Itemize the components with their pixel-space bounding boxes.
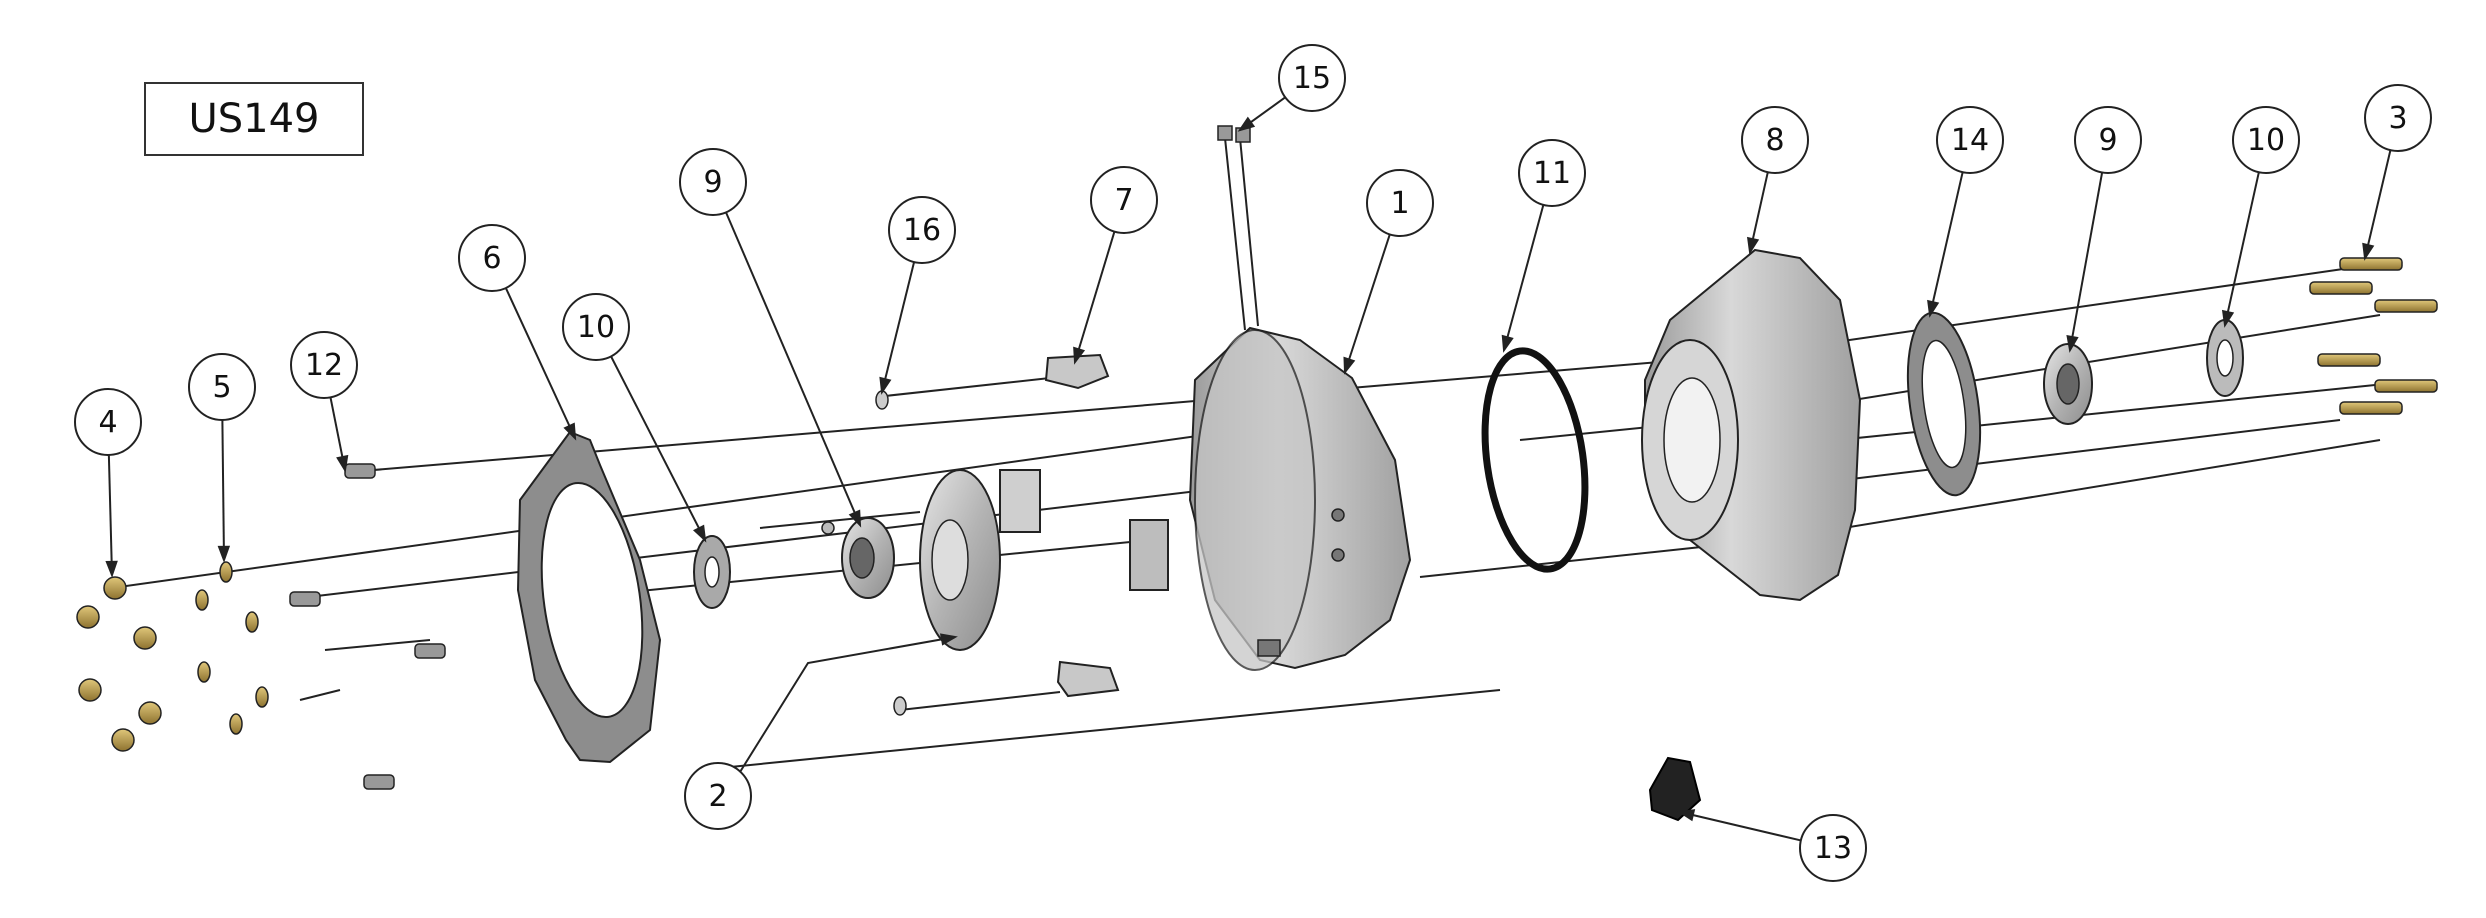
- callout-arrowhead-6: [563, 422, 577, 441]
- callout-circle-5: [188, 353, 256, 421]
- callout-label: 9: [2098, 123, 2117, 158]
- callout-circle-14: [1936, 106, 2004, 174]
- callout-arrowhead-10: [693, 524, 707, 543]
- callout-circle-7: [1090, 166, 1158, 234]
- callout-leader-1: [1344, 234, 1391, 373]
- callout-label: 7: [1114, 183, 1133, 218]
- callout-leader-11: [1503, 204, 1545, 351]
- callout-label: 3: [2388, 101, 2407, 136]
- callout-leader-10: [610, 355, 706, 541]
- callout-arrowhead-5: [217, 545, 231, 563]
- callout-circle-4: [74, 388, 142, 456]
- callout-circle-8: [1741, 106, 1809, 174]
- callout-label: 15: [1293, 61, 1331, 96]
- hub-part-2: [919, 469, 1169, 651]
- screws-part-12: [289, 463, 446, 790]
- callout-arrowhead-15: [1237, 116, 1256, 132]
- washer-part-10-right: [2206, 319, 2244, 397]
- callout-arrowhead-4: [105, 560, 118, 578]
- callout-label: 12: [305, 348, 343, 383]
- callout-leader-6: [504, 287, 576, 439]
- callout-circle-3: [2364, 84, 2432, 152]
- callout-arrowhead-13: [1677, 809, 1696, 822]
- callout-leader-2: [739, 636, 956, 773]
- callout-circle-10: [2232, 106, 2300, 174]
- callout-label: 10: [577, 310, 615, 345]
- callout-label: 9: [703, 165, 722, 200]
- callout-circle-6: [458, 224, 526, 292]
- bolts-part-3: [2309, 257, 2438, 415]
- gasket-part-14: [1906, 311, 1982, 497]
- nut-part-16: [875, 390, 907, 716]
- callout-circle-9: [2074, 106, 2142, 174]
- callout-label: 2: [708, 779, 727, 814]
- callout-leader-13: [1679, 811, 1802, 842]
- callout-arrowhead-1: [1343, 356, 1356, 375]
- callout-label: 10: [2247, 123, 2285, 158]
- pins-part-15: [1217, 125, 1251, 143]
- callout-arrowhead-12: [336, 454, 349, 473]
- callout-arrowhead-7: [1073, 346, 1086, 365]
- washer-part-10-left: [693, 535, 731, 609]
- callout-arrowhead-9: [848, 509, 862, 528]
- callout-leader-4: [107, 454, 113, 576]
- callout-label: 5: [212, 370, 231, 405]
- callout-leader-9: [725, 211, 861, 526]
- bearing-part-9-right: [2043, 343, 2093, 425]
- callout-arrowhead-8: [1747, 236, 1760, 255]
- callout-leaders: [105, 96, 2392, 842]
- callout-leader-3: [2364, 149, 2392, 259]
- callout-label: 6: [482, 241, 501, 276]
- callout-arrowhead-16: [879, 376, 892, 395]
- callout-leader-9: [2069, 172, 2104, 351]
- callout-arrowhead-9: [2066, 334, 2079, 353]
- callout-leader-5: [221, 419, 225, 561]
- valve-part-13: [1648, 756, 1702, 822]
- callout-circle-12: [290, 331, 358, 399]
- callout-label: 11: [1533, 156, 1571, 191]
- bearing-part-9-left: [821, 517, 895, 599]
- callout-arrowhead-3: [2362, 242, 2375, 261]
- callout-circle-9: [679, 148, 747, 216]
- callout-label: 4: [98, 405, 117, 440]
- callout-leader-7: [1074, 231, 1116, 363]
- nuts-part-4: [76, 576, 162, 752]
- callout-arrowhead-14: [1927, 299, 1940, 318]
- block-part-7: [1044, 353, 1120, 698]
- callout-arrowhead-10: [2221, 309, 2235, 328]
- callout-circle-15: [1278, 44, 1346, 112]
- diagram-title: US149: [188, 96, 320, 142]
- callout-leader-16: [881, 261, 916, 393]
- callout-circle-2: [684, 762, 752, 830]
- washers-part-5: [195, 561, 269, 735]
- callout-circle-16: [888, 196, 956, 264]
- title-box: US149: [144, 82, 364, 156]
- housing-part-1: [1188, 326, 1412, 671]
- callout-label: 14: [1951, 123, 1989, 158]
- callout-label: 8: [1765, 123, 1784, 158]
- callout-circle-10: [562, 293, 630, 361]
- callout-circle-11: [1518, 139, 1586, 207]
- gasket-part-6: [516, 430, 662, 764]
- callout-label: 13: [1814, 831, 1852, 866]
- callout-label: 16: [903, 213, 941, 248]
- callout-arrowhead-11: [1501, 334, 1514, 353]
- cover-part-8: [1641, 248, 1862, 602]
- callout-arrowhead-2: [939, 633, 958, 646]
- callout-circle-13: [1799, 814, 1867, 882]
- callout-leader-10: [2224, 172, 2260, 326]
- callout-label: 1: [1390, 186, 1409, 221]
- callout-leader-14: [1929, 171, 1964, 316]
- callout-circle-1: [1366, 169, 1434, 237]
- o-ring-part-11: [1481, 347, 1589, 573]
